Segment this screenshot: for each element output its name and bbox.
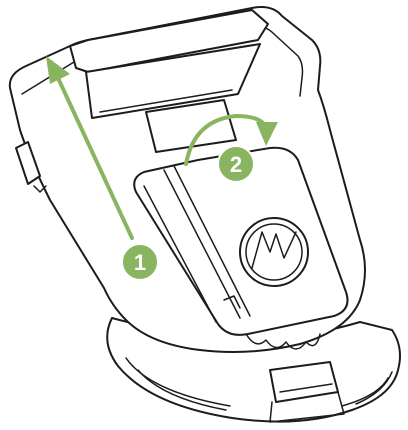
step-1-number: 1 (134, 250, 146, 275)
step-2-number: 2 (230, 152, 242, 177)
step-2-badge: 2 (218, 146, 254, 182)
logo-emblem (240, 218, 308, 286)
step-1-badge: 1 (122, 244, 158, 280)
